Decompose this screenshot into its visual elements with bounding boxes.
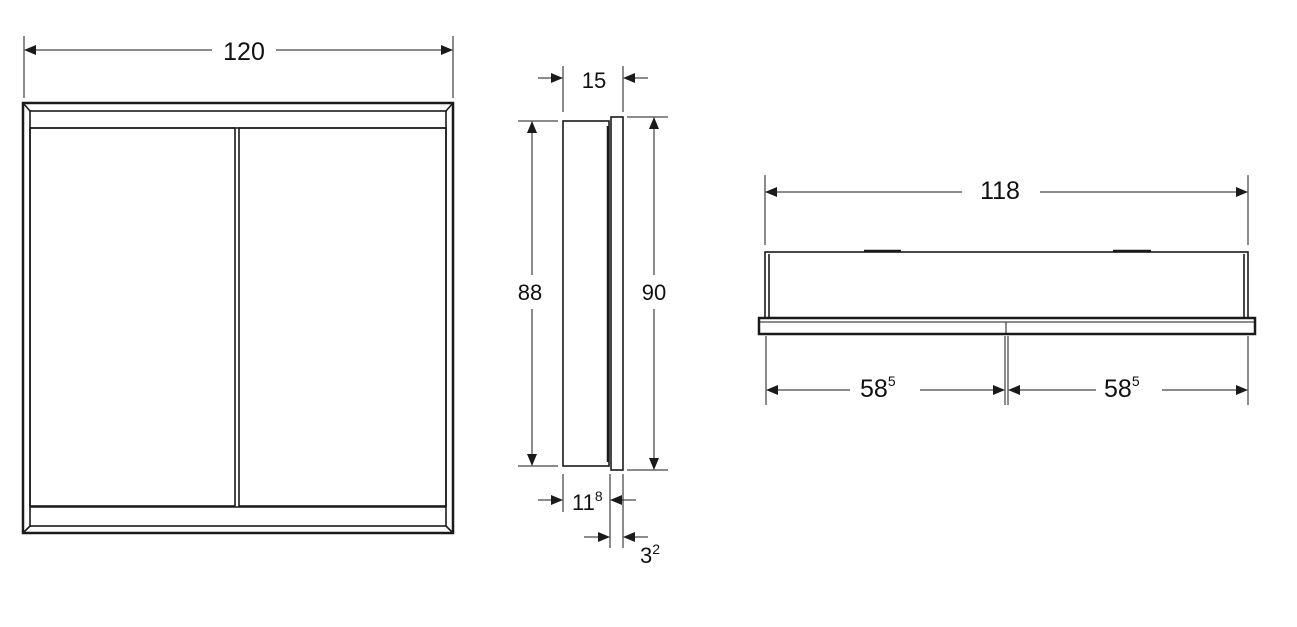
body-height-label: 88 (518, 280, 542, 305)
body-width-label: 118 (980, 177, 1020, 205)
panel-height-label: 90 (642, 280, 666, 305)
door-panel-side (610, 116, 624, 471)
left-half-label: 585 (860, 373, 896, 403)
depth-total-label: 15 (582, 68, 606, 93)
top-view: 118 585 585 (757, 175, 1257, 405)
side-view: 15 88 90 118 32 (514, 66, 672, 568)
right-door (238, 127, 447, 507)
cabinet-frame (21, 101, 455, 535)
width-label: 120 (223, 38, 265, 66)
front-view: 120 (21, 36, 455, 535)
left-door (29, 127, 236, 507)
panel-depth-label: 32 (640, 541, 660, 568)
body-depth-label: 118 (572, 488, 603, 515)
door-panel-top (757, 316, 1257, 336)
cabinet-inner-frame (29, 110, 447, 527)
cabinet-body-top (764, 251, 1249, 319)
cabinet-body-side (562, 120, 610, 467)
right-half-label: 585 (1104, 373, 1140, 403)
